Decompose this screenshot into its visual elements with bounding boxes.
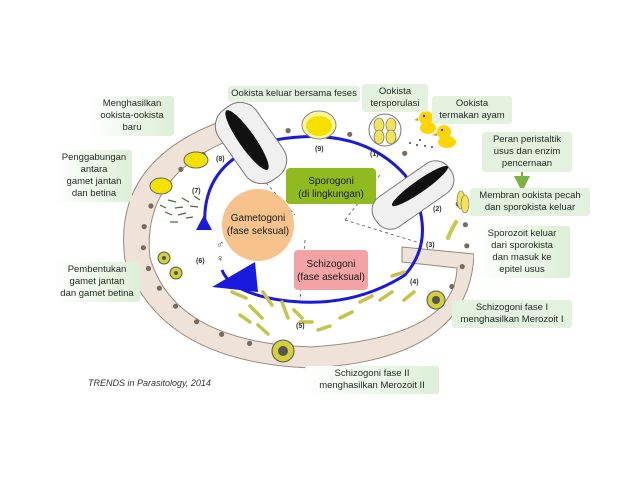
grain-dots <box>409 139 433 148</box>
cell-nucleus <box>462 222 468 228</box>
ingestion-tube <box>371 160 455 230</box>
stage-number: (8) <box>216 156 225 163</box>
merozoites <box>230 270 416 336</box>
cell-nucleus <box>449 283 455 290</box>
male-symbol: ♂ <box>216 239 224 251</box>
source-credit: TRENDS in Parasitology, 2014 <box>88 378 211 388</box>
label-membrane: Membran ookista pecah dan sporokista kel… <box>470 188 590 216</box>
female-symbol: ♀ <box>216 253 224 265</box>
label-eaten: Ookista termakan ayam <box>432 96 512 124</box>
schizont-stage-2 <box>271 339 295 363</box>
stage-number: (4) <box>410 279 419 286</box>
cell-nucleus <box>156 285 162 291</box>
cell-nucleus <box>219 331 225 337</box>
cell-nucleus <box>178 166 184 172</box>
label-gamete-formation: Pembentukan gamet jantan dan gamet betin… <box>54 262 140 302</box>
cell-nucleus <box>347 131 353 137</box>
label-sporozoite: Sporozoit keluar dari sporokista dan mas… <box>474 226 570 278</box>
schizogony-phase: Schizogoni (fase aseksual) <box>294 250 368 290</box>
cell-nucleus <box>140 245 146 251</box>
stage-numbers: (1) (2) (3) (4) (5) (6) (7) (8) (9) <box>192 146 442 330</box>
label-new-oocysts: Menghasilkan ookista-ookista baru <box>90 96 174 136</box>
schizogony-subtitle: (fase aseksual) <box>297 272 365 283</box>
oocyst-9 <box>301 110 337 140</box>
stage-number: (6) <box>196 258 205 265</box>
gametogony-subtitle: (fase seksual) <box>227 226 289 237</box>
cell-nucleus <box>459 264 465 270</box>
label-gamete-fusion: Penggabungan antara gamet jantan dan bet… <box>56 150 132 202</box>
cell-nucleus <box>402 150 408 156</box>
cell-nucleus <box>285 128 291 134</box>
cell-nucleus <box>145 265 152 272</box>
label-sporulated: Ookista tersporulasi <box>362 84 428 112</box>
stage-number: (5) <box>296 323 305 330</box>
cell-nucleus <box>173 303 179 309</box>
microgametes <box>159 195 201 223</box>
gametocyte-oocysts <box>149 151 209 195</box>
label-peristaltic: Peran peristaltik usus dan enzim pencern… <box>482 132 572 172</box>
cell-nucleus <box>464 243 470 249</box>
cell-nucleus <box>148 203 154 209</box>
gametogony-phase: Gametogoni (fase seksual) <box>222 189 294 261</box>
sporogony-subtitle: (di lingkungan) <box>298 189 364 200</box>
sporulated-oocyst <box>368 113 402 147</box>
sporogony-title: Sporogoni <box>308 176 354 187</box>
schizont-stage-1 <box>426 290 446 310</box>
feces-tube <box>214 101 288 185</box>
label-schizogony-2: Schizogoni fase II menghasilkan Merozoit… <box>305 366 439 394</box>
label-schizogony-1: Schizogoni fase I menghasilkan Merozoit … <box>452 300 572 328</box>
stage-number: (3) <box>426 242 435 249</box>
chick-icon <box>414 111 436 134</box>
chick-icon <box>432 125 456 148</box>
cell-nucleus <box>247 340 253 346</box>
gametocytes <box>157 251 183 280</box>
schizogony-title: Schizogoni <box>307 259 356 270</box>
sporocysts <box>456 190 470 214</box>
cell-nucleus <box>141 224 147 230</box>
sex-symbols: ♂ ♀ <box>216 239 224 265</box>
stage-number: (2) <box>433 206 442 213</box>
sporogony-phase: Sporogoni (di lingkungan) <box>286 168 376 204</box>
sporozoite <box>446 220 458 240</box>
cycle-arrowhead-top <box>196 215 212 230</box>
stage-number: (7) <box>192 188 201 195</box>
gametogony-title: Gametogoni <box>231 213 285 224</box>
label-oocyst-out: Ookista keluar bersama feses <box>228 86 360 102</box>
stage-number: (9) <box>315 146 324 153</box>
stage-number: (1) <box>370 151 379 158</box>
cell-nucleus <box>194 319 200 325</box>
cycle-arrowhead <box>212 262 258 292</box>
